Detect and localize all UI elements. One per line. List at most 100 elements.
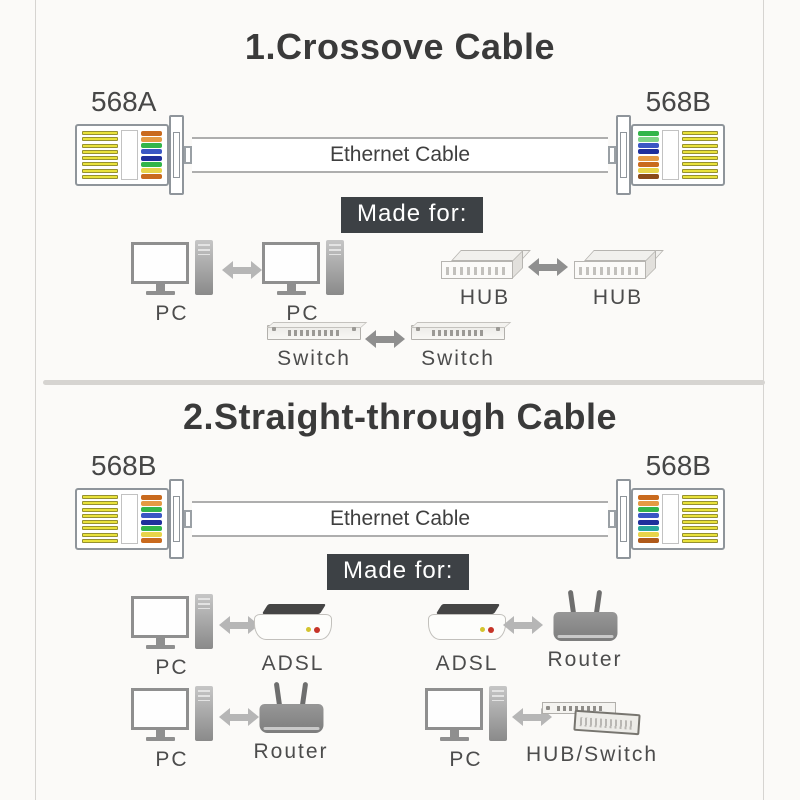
- gold-pin: [682, 526, 718, 531]
- wire-strand: [638, 131, 659, 136]
- monitor-icon: [262, 242, 320, 284]
- router-icon: [553, 589, 617, 644]
- device-label: Switch: [421, 347, 495, 370]
- gold-pin: [682, 507, 718, 512]
- connector-boot: [169, 115, 184, 195]
- hub-icon: [573, 709, 641, 736]
- gold-pin: [82, 174, 118, 179]
- wire-strand: [141, 495, 162, 500]
- wire-strand: [141, 513, 162, 519]
- gold-pin: [82, 532, 118, 537]
- gold-pin: [682, 532, 718, 537]
- device-hub-switch: HUB/Switch: [526, 697, 658, 767]
- section-divider: [43, 380, 765, 385]
- device-pc: PC: [262, 240, 344, 326]
- plug-standard-label-right: 568B: [645, 86, 711, 117]
- switch-icon: [267, 321, 361, 343]
- yellow-led-icon: [306, 627, 311, 632]
- gold-pin: [82, 143, 118, 148]
- gold-pins-icon: [682, 130, 718, 180]
- device-switch: Switch: [267, 321, 361, 371]
- cable-row: Ethernet Cable: [75, 115, 725, 195]
- device-pc: PC: [425, 686, 507, 772]
- wire-strand: [638, 495, 659, 500]
- ethernet-cable: Ethernet Cable: [192, 137, 608, 173]
- gold-pin: [82, 513, 118, 518]
- connector-body: [75, 488, 169, 550]
- device-switch: Switch: [411, 321, 505, 371]
- connector-stub: [184, 146, 192, 164]
- tower-icon: [195, 686, 213, 741]
- adsl-modem-icon: [427, 602, 507, 648]
- gold-pin: [682, 168, 718, 173]
- cable-label: Ethernet Cable: [329, 143, 471, 166]
- device-pc: PC: [131, 240, 213, 326]
- gold-pin: [682, 143, 718, 148]
- device-adsl: ADSL: [427, 602, 507, 676]
- wire-strand: [141, 155, 162, 161]
- gold-pin: [682, 513, 718, 518]
- left-panel-border: [35, 0, 36, 800]
- wire-colors-icon: [141, 494, 162, 544]
- wire-strand: [141, 531, 162, 537]
- cable-row: Ethernet Cable: [75, 479, 725, 559]
- gold-pin: [682, 137, 718, 142]
- hub-icon: [574, 250, 664, 282]
- wire-strand: [638, 513, 659, 519]
- rj45-connector-icon: [608, 115, 725, 195]
- device-label: PC: [286, 302, 320, 325]
- wire-colors-icon: [141, 130, 162, 180]
- connector-divider: [121, 130, 138, 180]
- crossover-cable-assembly: 568A 568B Ethernet Cable: [75, 86, 725, 195]
- gold-pins-icon: [82, 494, 118, 544]
- link-arrow-icon: [365, 330, 405, 348]
- tower-icon: [195, 240, 213, 295]
- rj45-connector-icon: [608, 479, 725, 559]
- wire-strand: [638, 167, 659, 173]
- monitor-icon: [131, 688, 189, 730]
- gold-pin: [682, 495, 718, 499]
- wire-strand: [638, 137, 659, 143]
- connector-divider: [121, 494, 138, 544]
- wire-strand: [141, 167, 162, 173]
- connector-boot: [169, 479, 184, 559]
- section1-title: 1.Crossove Cable: [244, 26, 556, 67]
- red-led-icon: [314, 627, 320, 633]
- cable-label: Ethernet Cable: [329, 507, 471, 530]
- connector-boot: [616, 115, 631, 195]
- link-arrow-icon: [219, 708, 259, 726]
- plug-standard-label-right: 568B: [645, 450, 711, 481]
- connector-boot: [616, 479, 631, 559]
- wire-strand: [141, 173, 162, 179]
- gold-pin: [82, 538, 118, 543]
- wire-strand: [638, 507, 659, 513]
- plug-standard-label-left: 568B: [91, 450, 157, 481]
- device-label: PC: [155, 302, 189, 325]
- wire-strand: [638, 501, 659, 507]
- device-pc: PC: [131, 594, 213, 680]
- connector-body: [631, 124, 725, 186]
- link-arrow-icon: [222, 261, 262, 279]
- gold-pin: [82, 149, 118, 154]
- wire-strand: [638, 173, 659, 179]
- monitor-icon: [131, 242, 189, 284]
- tower-icon: [195, 594, 213, 649]
- wire-strand: [141, 137, 162, 143]
- plug-standard-label-left: 568A: [91, 86, 157, 117]
- hub-switch-icon: [542, 697, 642, 739]
- pc-icon: [131, 686, 213, 744]
- wire-strand: [141, 537, 162, 543]
- hub-icon: [441, 250, 531, 282]
- connector-stub: [184, 510, 192, 528]
- gold-pin: [82, 131, 118, 135]
- connector-body: [631, 488, 725, 550]
- rj45-connector-icon: [75, 115, 192, 195]
- wire-strand: [141, 525, 162, 531]
- wire-strand: [638, 537, 659, 543]
- wire-strand: [638, 149, 659, 155]
- device-router: Router: [547, 589, 622, 672]
- wire-colors-icon: [638, 494, 659, 544]
- wire-strand: [638, 161, 659, 167]
- made-for-badge: Made for:: [327, 554, 470, 590]
- gold-pin: [682, 131, 718, 135]
